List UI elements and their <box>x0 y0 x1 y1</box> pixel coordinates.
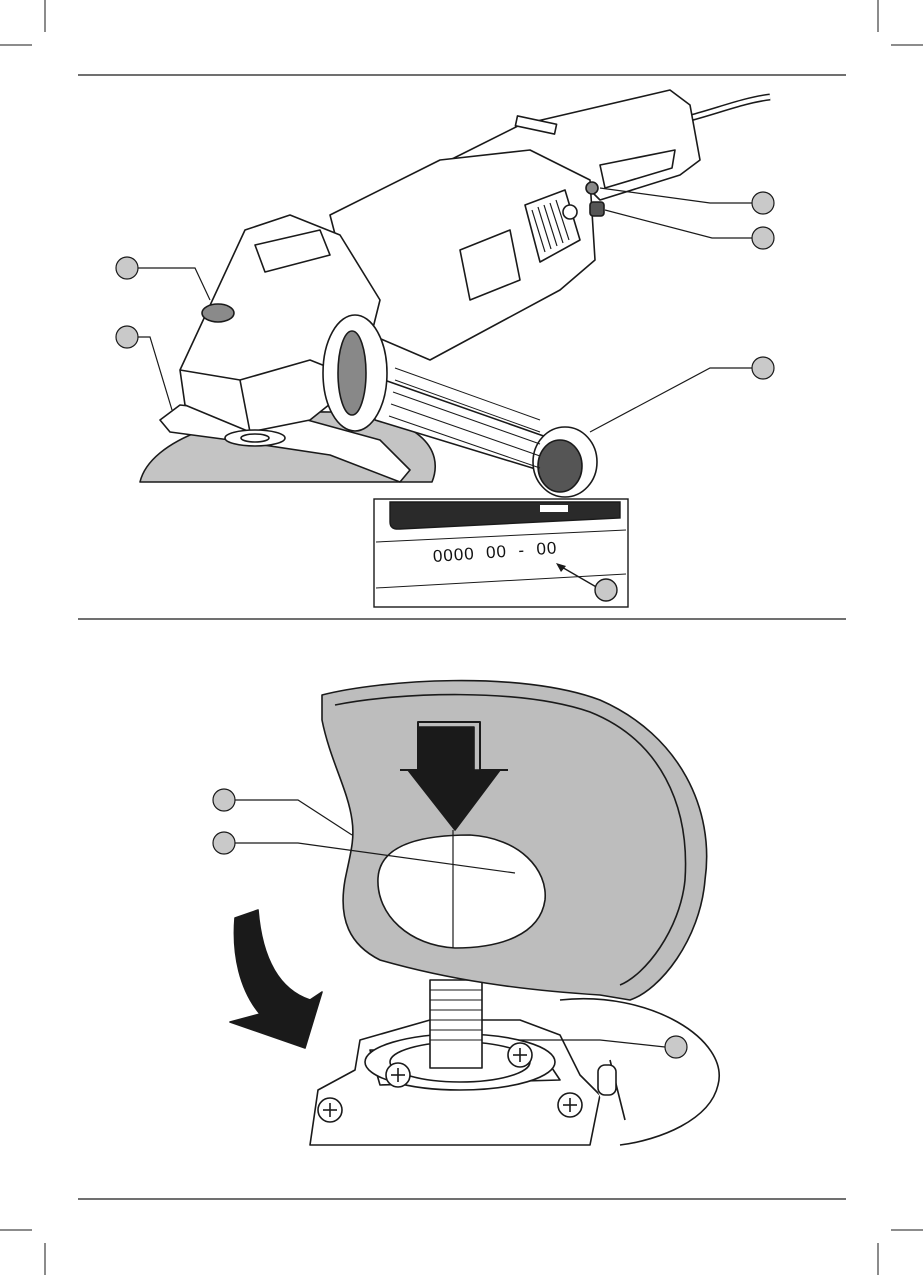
angle-grinder-figure <box>140 90 770 497</box>
callout-7 <box>213 789 235 811</box>
rotate-arrow <box>230 910 322 1048</box>
callout-2 <box>116 326 138 348</box>
lock-button <box>590 202 604 216</box>
spindle <box>430 980 482 1068</box>
callout-5 <box>752 357 774 379</box>
callout-4 <box>752 227 774 249</box>
callout-9 <box>665 1036 687 1058</box>
callout-6 <box>595 579 617 601</box>
wheel-guard <box>322 681 707 1000</box>
callout-3 <box>752 192 774 214</box>
spindle-lock-knob <box>202 304 234 322</box>
callout-1 <box>116 257 138 279</box>
callout-8 <box>213 832 235 854</box>
switch-button <box>586 182 598 194</box>
guard-mounting-figure <box>230 681 719 1145</box>
